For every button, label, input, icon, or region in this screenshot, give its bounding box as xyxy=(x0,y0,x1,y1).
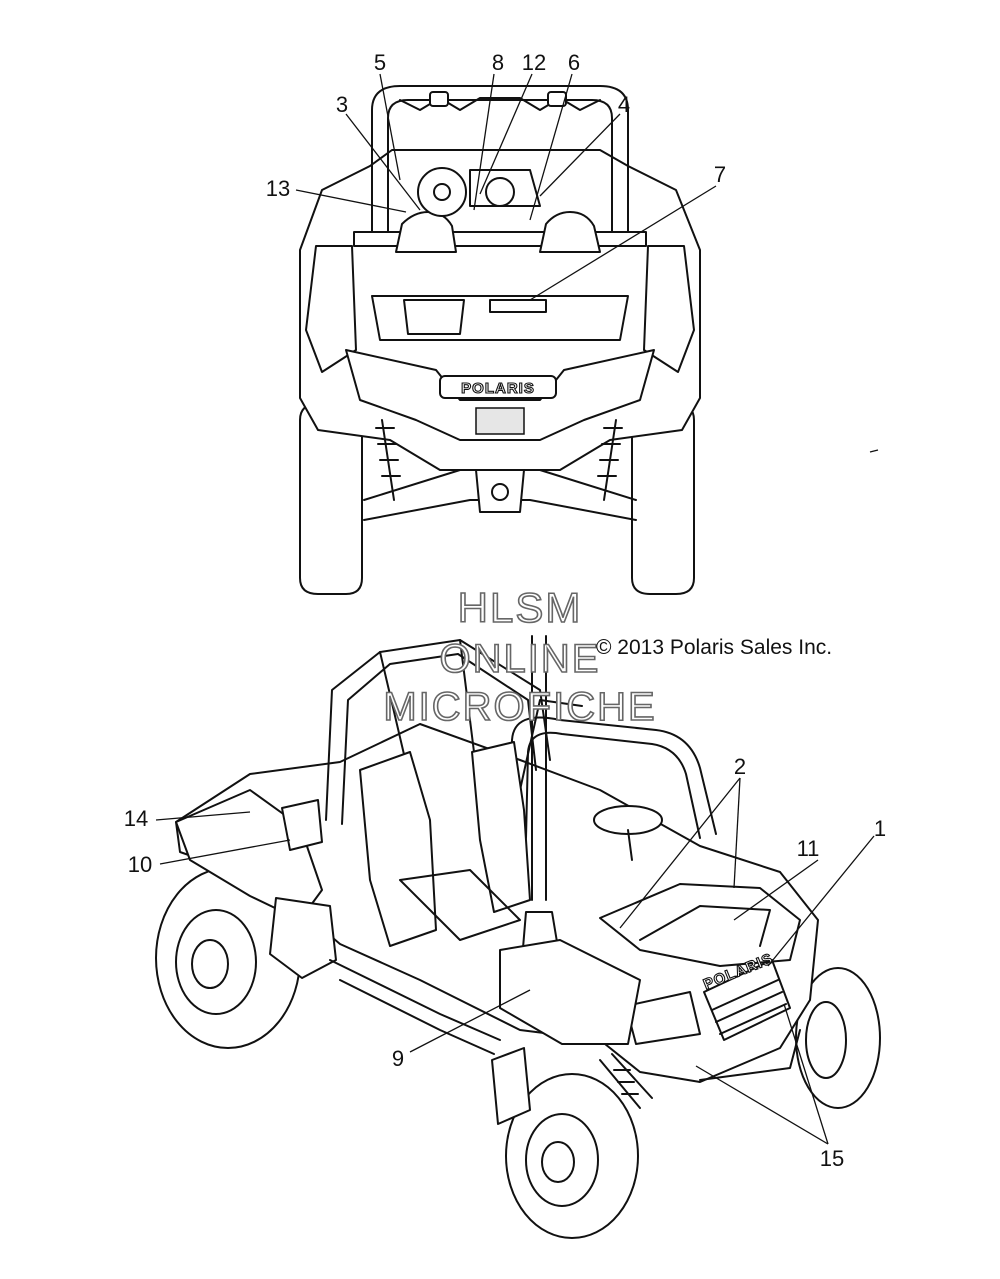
callout-10: 10 xyxy=(128,852,152,877)
iso-front-grille xyxy=(703,959,791,1041)
callout-14: 14 xyxy=(124,806,148,831)
bed-decal-7 xyxy=(489,299,547,313)
callout-2: 2 xyxy=(734,754,746,779)
callout-8: 8 xyxy=(492,50,504,75)
iso-rocker xyxy=(329,959,501,1055)
steering-wheel xyxy=(417,167,467,217)
iso-front-left-tire xyxy=(505,1073,639,1239)
watermark-line-2: ONLINE xyxy=(440,637,601,681)
iso-front-suspension xyxy=(599,1053,653,1109)
iso-front-cage-bar xyxy=(509,716,717,835)
iso-view-vehicle: POLARIS xyxy=(155,635,881,1239)
rear-roll-cage xyxy=(371,85,629,241)
rear-right-panel xyxy=(643,245,695,373)
iso-headlight xyxy=(625,991,701,1045)
callout-leaders xyxy=(155,73,879,1145)
iso-front-fender xyxy=(499,939,641,1045)
callout-1: 1 xyxy=(874,816,886,841)
iso-rear-vent xyxy=(281,799,323,851)
callout-9: 9 xyxy=(392,1046,404,1071)
callout-numbers: 5 8 12 6 3 4 7 13 2 1 11 14 10 9 15 xyxy=(124,50,886,1171)
callout-4: 4 xyxy=(618,92,630,117)
watermark-line-1: HLSM xyxy=(458,584,583,631)
iso-rear-fender xyxy=(269,897,337,979)
rear-fascia xyxy=(345,349,655,441)
watermark: HLSM ONLINE MICROFICHE xyxy=(383,583,656,730)
rear-view-vehicle: POLARIS xyxy=(299,85,701,595)
rear-tail-box xyxy=(403,299,465,335)
callout-12: 12 xyxy=(522,50,546,75)
right-seat xyxy=(539,211,601,253)
rear-badge xyxy=(439,375,557,399)
callout-13: 13 xyxy=(266,176,290,201)
callout-5: 5 xyxy=(374,50,386,75)
callout-11: 11 xyxy=(797,836,820,861)
callout-15: 15 xyxy=(820,1146,844,1171)
watermark-line-3: MICROFICHE xyxy=(383,685,656,729)
iso-roll-cage xyxy=(325,639,551,821)
iso-hood xyxy=(599,883,801,967)
callout-7: 7 xyxy=(714,162,726,187)
rear-brand-badge: POLARIS xyxy=(461,380,535,397)
iso-front-seat xyxy=(471,741,531,913)
copyright-notice: © 2013 Polaris Sales Inc. xyxy=(596,636,833,659)
callout-3: 3 xyxy=(336,92,348,117)
callout-6: 6 xyxy=(568,50,580,75)
rear-left-panel xyxy=(305,245,357,373)
gauge-cluster xyxy=(485,177,515,207)
